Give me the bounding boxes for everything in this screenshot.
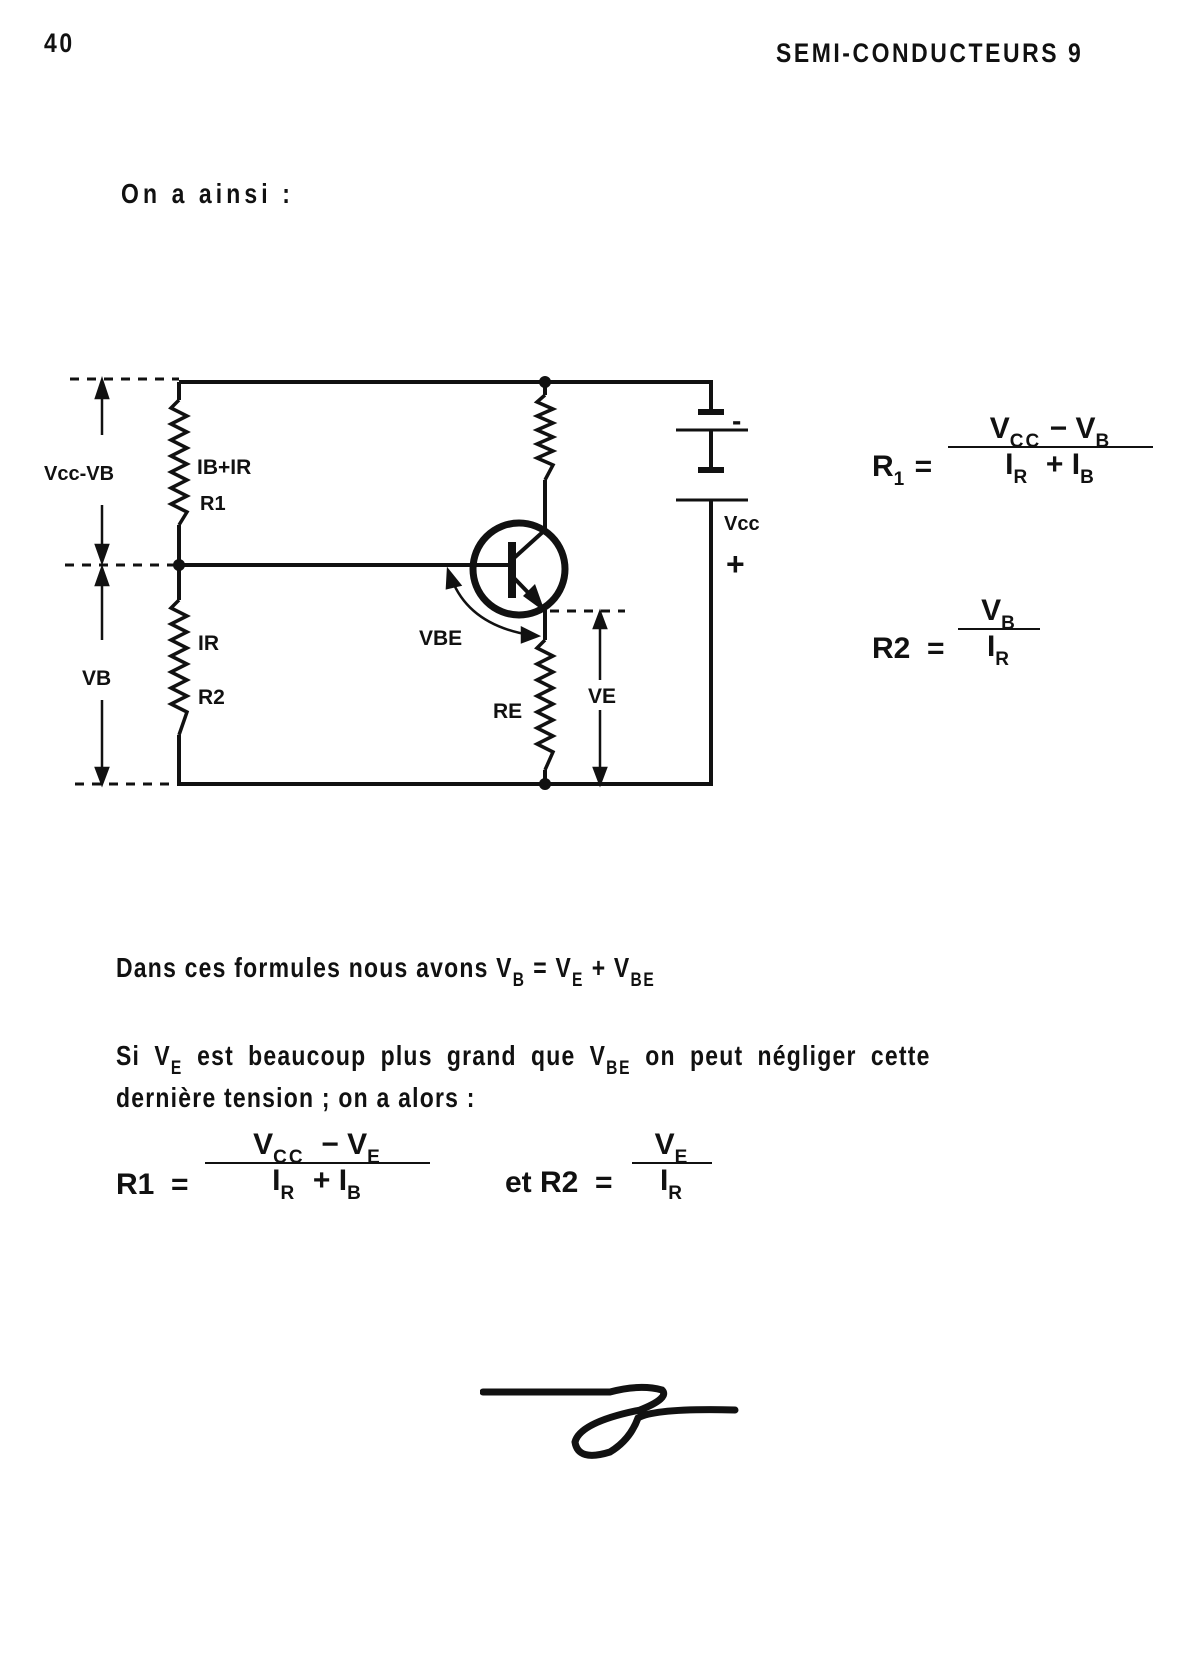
label-vcc-minus-vb: Vcc-VB [44, 463, 114, 485]
text-line-3: dernière tension ; on a alors : [116, 1082, 476, 1113]
label-ir: IR [198, 632, 219, 655]
denominator: IR [979, 630, 1019, 670]
fraction-bar [958, 628, 1040, 630]
equals: = [914, 450, 933, 483]
i: I [272, 1164, 281, 1197]
subscript: B [1095, 431, 1112, 452]
fraction-bar [632, 1162, 712, 1164]
i: I [338, 1164, 348, 1197]
transistor-symbol [469, 519, 569, 619]
v: V [989, 412, 1010, 445]
v: V [1075, 412, 1096, 445]
circuit-wires [177, 380, 713, 786]
subscript: E [170, 1058, 183, 1079]
text: est beaucoup plus grand que V [182, 1040, 607, 1071]
subscript: R [995, 649, 1012, 670]
numerator: VCC − VB [982, 412, 1119, 452]
fraction-bar [205, 1162, 430, 1164]
battery-symbol [676, 409, 748, 784]
label-ve: VE [588, 685, 616, 708]
resistor-rc [532, 393, 558, 481]
page-number: 40 [44, 28, 75, 58]
subscript: B [1001, 613, 1017, 634]
denominator: IR + IB [997, 448, 1104, 488]
r1: R1 [116, 1168, 155, 1201]
text: Dans ces formules nous avons V [116, 952, 513, 983]
plus: + [312, 1164, 331, 1197]
formula-r2-lhs: R2 = [872, 632, 945, 666]
text: on peut négliger cette [631, 1040, 931, 1071]
equals: = [927, 632, 945, 665]
connector: et R2 [505, 1166, 579, 1199]
resistor-r2 [167, 598, 191, 736]
subscript: E [367, 1147, 382, 1168]
text-line-1: Dans ces formules nous avons VB = VE + V… [116, 952, 655, 991]
label-vcc: Vcc [724, 513, 760, 535]
resistor-re [533, 638, 557, 771]
v: V [654, 1128, 675, 1161]
denominator: IR + IB [264, 1164, 371, 1204]
r-letter: R [872, 450, 894, 483]
r2: R2 [872, 632, 911, 665]
minus: − [1049, 412, 1068, 445]
numerator: VE [647, 1128, 698, 1168]
formula-bottom-r1-lhs: R1 = [116, 1168, 189, 1202]
subscript: 1 [893, 469, 907, 490]
text: + V [584, 952, 631, 983]
subscript: BE [606, 1058, 632, 1079]
subscript: CC [1009, 431, 1042, 452]
v: V [981, 594, 1002, 627]
label-re: RE [493, 700, 522, 723]
subscript: R [668, 1183, 685, 1204]
junction-dots [173, 376, 551, 790]
label-r1: R1 [200, 493, 226, 515]
numerator: VB [973, 594, 1025, 634]
formula-bottom-r1-fraction: VCC − VE IR + IB [205, 1128, 430, 1204]
denominator: IR [652, 1164, 692, 1204]
end-flourish-ornament [480, 1383, 739, 1459]
i: I [1071, 448, 1081, 481]
label-vb: VB [82, 667, 111, 690]
subscript: B [1080, 467, 1096, 488]
plus: + [1045, 448, 1064, 481]
text: Si V [116, 1040, 171, 1071]
numerator: VCC − VE [245, 1128, 390, 1168]
running-title: SEMI-CONDUCTEURS 9 [776, 38, 1084, 68]
formula-r1-lhs: R1 = [872, 450, 933, 490]
dimension-arrows [94, 376, 608, 788]
equals: = [595, 1166, 613, 1199]
formula-r1-fraction: VCC − VB IR + IB [948, 412, 1153, 488]
subscript: B [512, 970, 526, 991]
minus: − [321, 1128, 339, 1161]
subscript: E [674, 1147, 690, 1168]
v: V [347, 1128, 368, 1161]
i: I [986, 630, 996, 663]
label-plus: + [726, 546, 745, 582]
formula-bottom-r2-fraction: VE IR [632, 1128, 712, 1204]
fraction-bar [948, 446, 1153, 448]
subscript: BE [630, 970, 656, 991]
subscript: CC [273, 1147, 305, 1168]
resistor-r1 [167, 398, 191, 526]
subscript: B [347, 1183, 363, 1204]
circuit-diagram: Vcc-VB IB+IR R1 IR VB R2 VBE RE VE Vcc -… [44, 376, 760, 790]
label-ib-plus-ir: IB+IR [197, 456, 251, 479]
formula-bottom-r2-lhs: et R2 = [505, 1166, 613, 1200]
i: I [659, 1164, 669, 1197]
subscript: R [1013, 467, 1030, 488]
label-r2: R2 [198, 686, 225, 709]
dimension-dashes [65, 377, 625, 786]
formula-r2-fraction: VB IR [958, 594, 1040, 670]
label-minus: - [732, 405, 741, 436]
text: = V [525, 952, 573, 983]
subscript: E [572, 970, 585, 991]
label-vbe: VBE [419, 627, 462, 650]
intro-text: On a ainsi : [121, 178, 294, 209]
text-line-2: Si VE est beaucoup plus grand que VBE on… [116, 1040, 931, 1079]
v: V [253, 1128, 274, 1161]
subscript: R [280, 1183, 297, 1204]
i: I [1005, 448, 1014, 481]
equals: = [171, 1168, 189, 1201]
